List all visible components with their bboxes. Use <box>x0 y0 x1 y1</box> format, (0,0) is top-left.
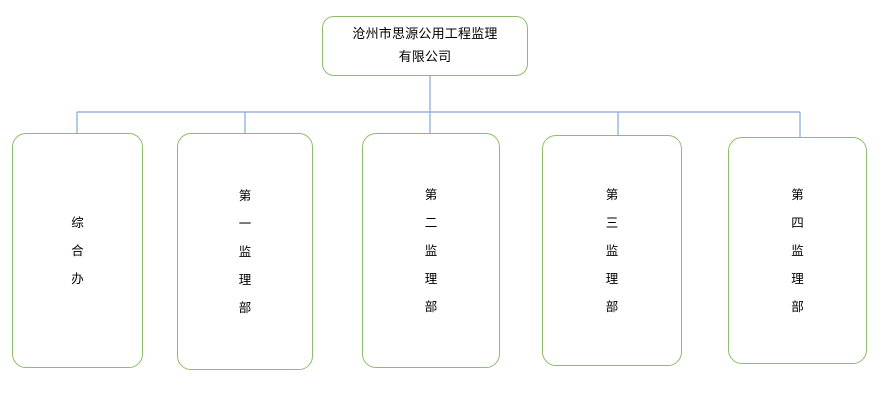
org-node-child-5-char: 部 <box>791 298 804 314</box>
org-node-child-4-char: 第 <box>605 186 619 202</box>
org-node-child-3-char: 监 <box>424 242 438 258</box>
org-node-child-5[interactable]: 第四监理部 <box>728 137 867 364</box>
org-node-child-1-char: 办 <box>71 270 84 286</box>
org-node-child-4-char: 三 <box>605 214 619 230</box>
org-node-root[interactable]: 沧州市思源公用工程监理 有限公司 <box>322 16 528 76</box>
org-node-child-5-char: 四 <box>791 214 804 230</box>
org-node-child-3-char: 第 <box>424 186 438 202</box>
org-node-child-4-char: 监 <box>605 242 619 258</box>
connector-group <box>76 76 801 137</box>
org-node-child-2-char: 第 <box>238 187 252 203</box>
org-node-child-2-char: 理 <box>238 271 252 287</box>
org-node-child-1-char: 合 <box>71 242 84 258</box>
org-node-child-2-char: 部 <box>238 299 252 315</box>
org-node-child-5-label: 第四监理部 <box>791 181 804 321</box>
org-node-child-1-label: 综合办 <box>71 209 84 293</box>
org-node-child-3-char: 二 <box>424 214 438 230</box>
org-node-child-3-label: 第二监理部 <box>425 181 438 321</box>
org-node-child-3[interactable]: 第二监理部 <box>362 133 500 368</box>
org-node-child-4-char: 理 <box>605 270 619 286</box>
org-node-child-1-char: 综 <box>71 214 84 230</box>
org-node-child-5-char: 理 <box>791 270 804 286</box>
org-node-child-2-char: 监 <box>238 243 252 259</box>
org-node-child-1[interactable]: 综合办 <box>12 133 143 368</box>
org-node-child-3-char: 理 <box>424 270 438 286</box>
org-node-child-2-char: 一 <box>238 215 252 231</box>
org-node-child-4-char: 部 <box>605 298 619 314</box>
org-node-child-3-char: 部 <box>424 298 438 314</box>
org-node-child-5-char: 监 <box>791 242 804 258</box>
org-node-child-4-label: 第三监理部 <box>606 181 619 321</box>
org-node-child-2[interactable]: 第一监理部 <box>177 133 313 370</box>
org-node-child-4[interactable]: 第三监理部 <box>542 135 682 366</box>
org-node-root-label: 沧州市思源公用工程监理 有限公司 <box>352 27 498 65</box>
org-node-child-2-label: 第一监理部 <box>239 182 252 322</box>
org-node-child-5-char: 第 <box>791 186 804 202</box>
